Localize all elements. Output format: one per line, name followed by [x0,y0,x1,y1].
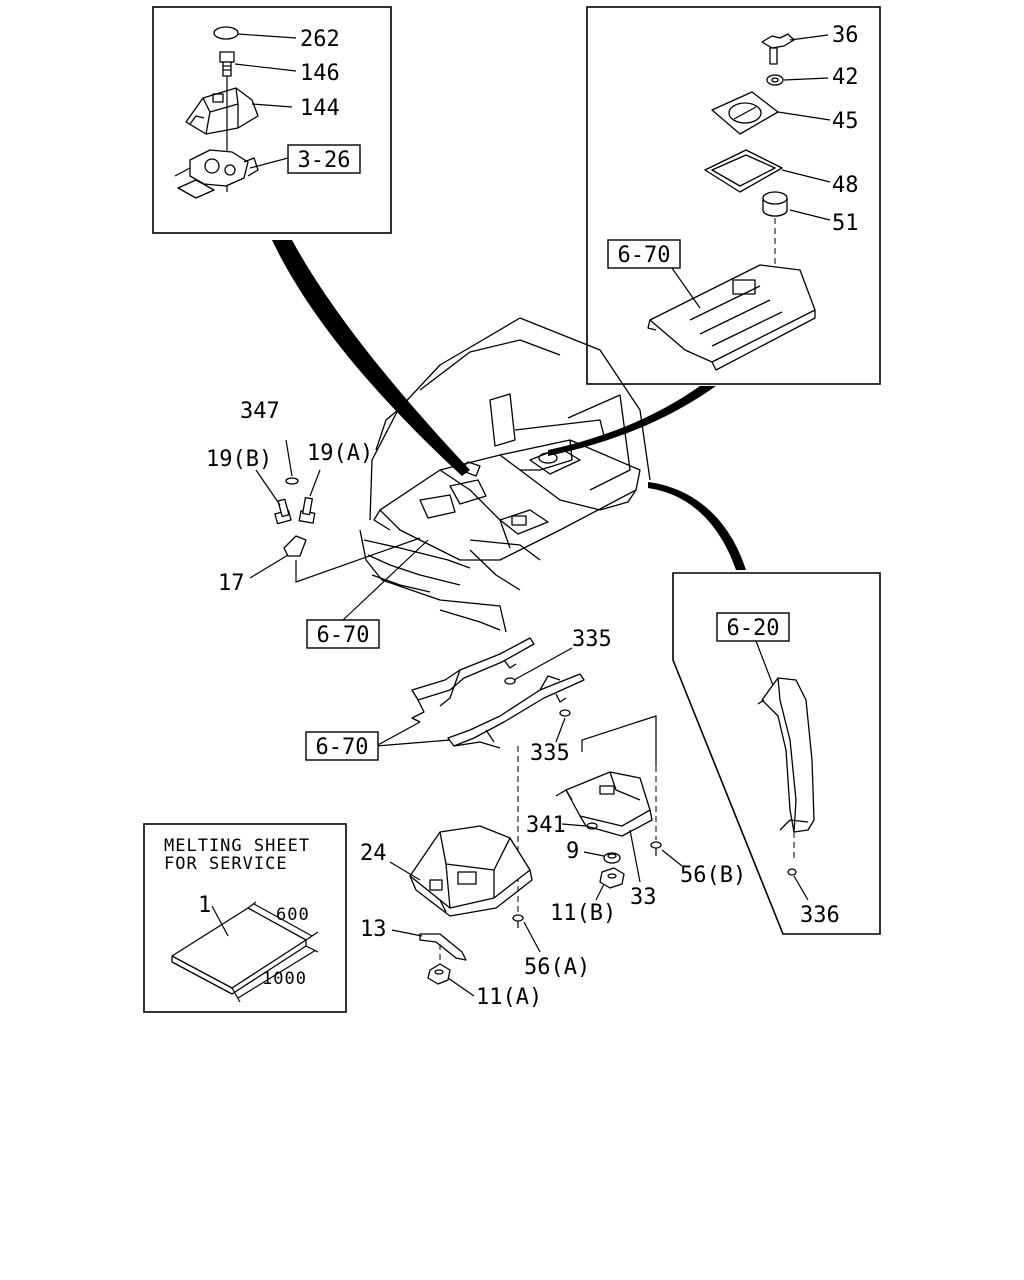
inset-inspection-cover: 6-70 36 42 45 48 51 [586,6,881,385]
sheet-note-line1: MELTING SHEET [164,836,310,856]
part-146-bolt [219,51,235,77]
callout-335-a: 335 [572,627,612,652]
floor-rails [411,637,585,749]
part-56a-clip [512,914,524,928]
callout-24: 24 [360,841,387,866]
callout-48: 48 [832,173,859,198]
part-pillar-trim [757,677,815,833]
callout-45: 45 [832,109,859,134]
callout-335-b: 335 [530,741,570,766]
callout-144: 144 [300,96,340,121]
callout-11b: 11(B) [550,901,616,926]
callout-13: 13 [360,917,387,942]
ref-6-70-top [607,239,681,269]
part-45-plate [711,91,779,135]
leader-sweep-right [648,482,746,570]
ref-3-26 [287,144,361,174]
bolt-group: 347 19(B) 19(A) 17 [206,399,421,596]
part-19a-bolt [298,496,316,524]
part-144-housing [185,87,259,135]
callout-33: 33 [630,885,657,910]
ref-6-70-low [305,731,379,761]
part-56b-clip [650,841,662,856]
shift-mechanism [174,149,259,199]
part-17-bracket [283,535,307,557]
callout-36: 36 [832,23,859,48]
callout-19a: 19(A) [307,441,373,466]
callout-42: 42 [832,65,859,90]
callout-146: 146 [300,61,340,86]
part-33-cover [555,771,653,837]
floor-panel-section [647,264,816,371]
part-9-nut [603,852,621,864]
callout-341: 341 [526,813,566,838]
callout-336: 336 [800,903,840,928]
part-51-plug [762,191,788,217]
callout-19b: 19(B) [206,447,272,472]
part-19b-bolt [274,498,292,525]
ref-6-70-mid-label: 6-70 [317,623,370,648]
part-262-clip [213,26,239,40]
callout-56a: 56(A) [524,955,590,980]
part-347-clip [285,477,299,485]
ref-6-20 [716,612,790,642]
dim-600: 600 [276,905,310,925]
leader-sweep-left [272,240,470,476]
part-335-clip-b [559,709,571,717]
ref-6-70-mid [306,619,380,649]
sheet-note-line2: FOR SERVICE [164,854,288,874]
dim-1000: 1000 [262,969,307,989]
part-24-cover [409,825,533,917]
leader-sweep-top-right [548,386,716,456]
ref-3-26-label: 3-26 [298,148,351,173]
part-42-washer [766,74,784,86]
ref-6-70-top-label: 6-70 [618,243,671,268]
part-341-clip [586,822,598,830]
part-36-wing-bolt [761,33,795,65]
ref-6-20-label: 6-20 [727,616,780,641]
part-48-gasket [704,149,783,193]
inset-melting-sheet: MELTING SHEET FOR SERVICE 1 600 1000 [143,823,347,1013]
part-11b-nut [599,867,625,889]
inset-pillar-trim: 6-20 336 [672,572,881,935]
callout-17: 17 [218,571,245,596]
callout-56b: 56(B) [680,863,746,888]
part-336-clip [787,868,797,876]
callout-51: 51 [832,211,859,236]
callout-11a: 11(A) [476,985,542,1010]
cab-body [359,317,651,633]
part-335-clip-a [504,677,516,685]
callout-9: 9 [566,839,579,864]
callout-262: 262 [300,27,340,52]
inset-shift-lever: 3-26 262 146 144 [152,6,392,234]
callout-347: 347 [240,399,280,424]
part-13-bracket [419,933,467,961]
ref-6-70-low-label: 6-70 [316,735,369,760]
callout-1: 1 [198,893,211,918]
part-11a-nut [427,963,451,985]
